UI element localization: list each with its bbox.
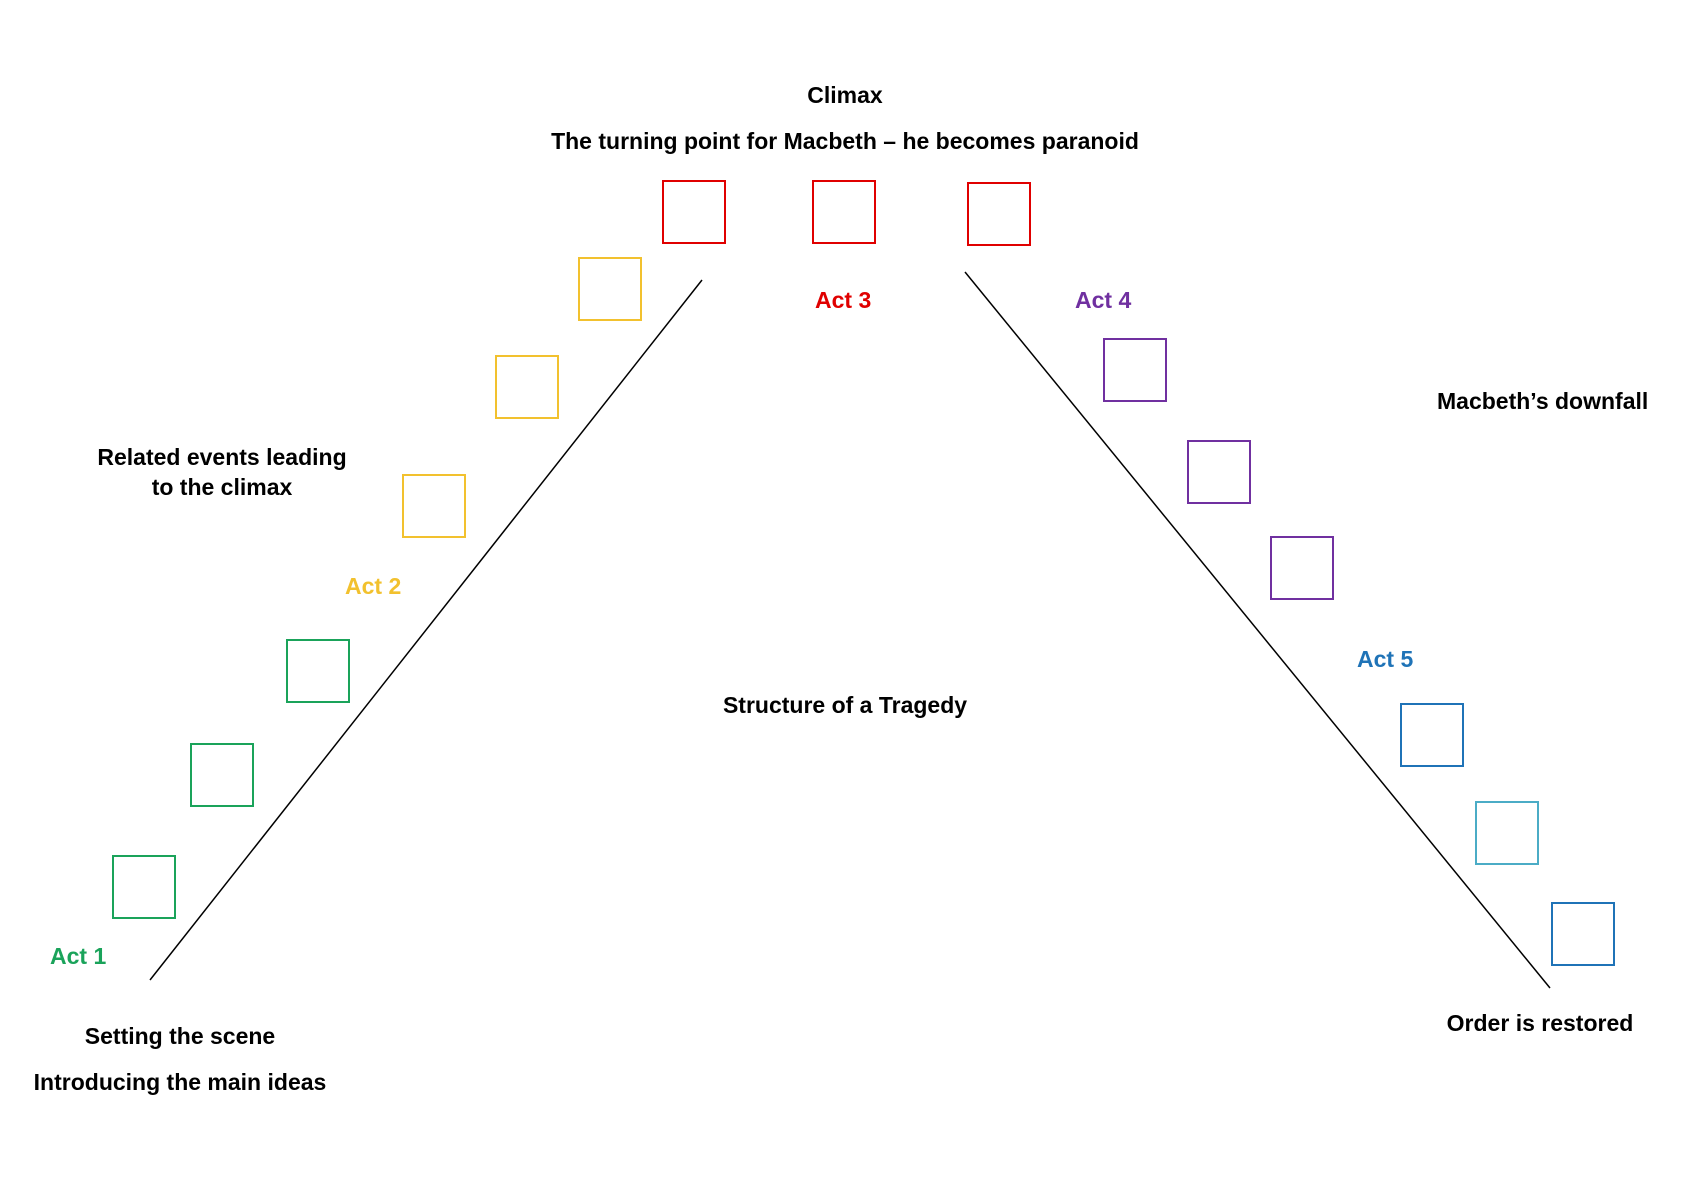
rising-action-line xyxy=(149,279,703,981)
climax-description: The turning point for Macbeth – he becom… xyxy=(551,128,1139,154)
resolution-annotation: Order is restored xyxy=(1446,1010,1634,1036)
act-3-box-1 xyxy=(662,180,726,244)
rising-action-annotation: Related events leading to the climax xyxy=(70,444,374,501)
falling-action-annotation: Macbeth’s downfall xyxy=(1437,388,1649,414)
act-2-label: Act 2 xyxy=(345,573,402,599)
act-1-box-3 xyxy=(286,639,350,703)
act-5-box-2 xyxy=(1475,801,1539,865)
act-1-label: Act 1 xyxy=(50,943,107,969)
falling-action-line xyxy=(964,271,1551,989)
rising-action-line-1: Related events leading xyxy=(97,444,347,470)
exposition-annotation-1: Setting the scene xyxy=(84,1023,276,1049)
act-1-box-2 xyxy=(190,743,254,807)
act-3-box-2 xyxy=(812,180,876,244)
act-2-box-1 xyxy=(402,474,466,538)
act-5-label: Act 5 xyxy=(1357,646,1414,672)
climax-heading: Climax xyxy=(807,82,883,108)
act-3-label: Act 3 xyxy=(815,287,872,313)
act-4-box-1 xyxy=(1103,338,1167,402)
act-2-box-2 xyxy=(495,355,559,419)
act-3-box-3 xyxy=(967,182,1031,246)
act-4-box-3 xyxy=(1270,536,1334,600)
act-4-box-2 xyxy=(1187,440,1251,504)
act-4-label: Act 4 xyxy=(1075,287,1132,313)
act-2-box-3 xyxy=(578,257,642,321)
act-1-box-1 xyxy=(112,855,176,919)
exposition-annotation-2: Introducing the main ideas xyxy=(33,1069,327,1095)
act-5-box-3 xyxy=(1551,902,1615,966)
diagram-title: Structure of a Tragedy xyxy=(722,692,968,718)
rising-action-line-2: to the climax xyxy=(151,473,293,500)
act-5-box-1 xyxy=(1400,703,1464,767)
